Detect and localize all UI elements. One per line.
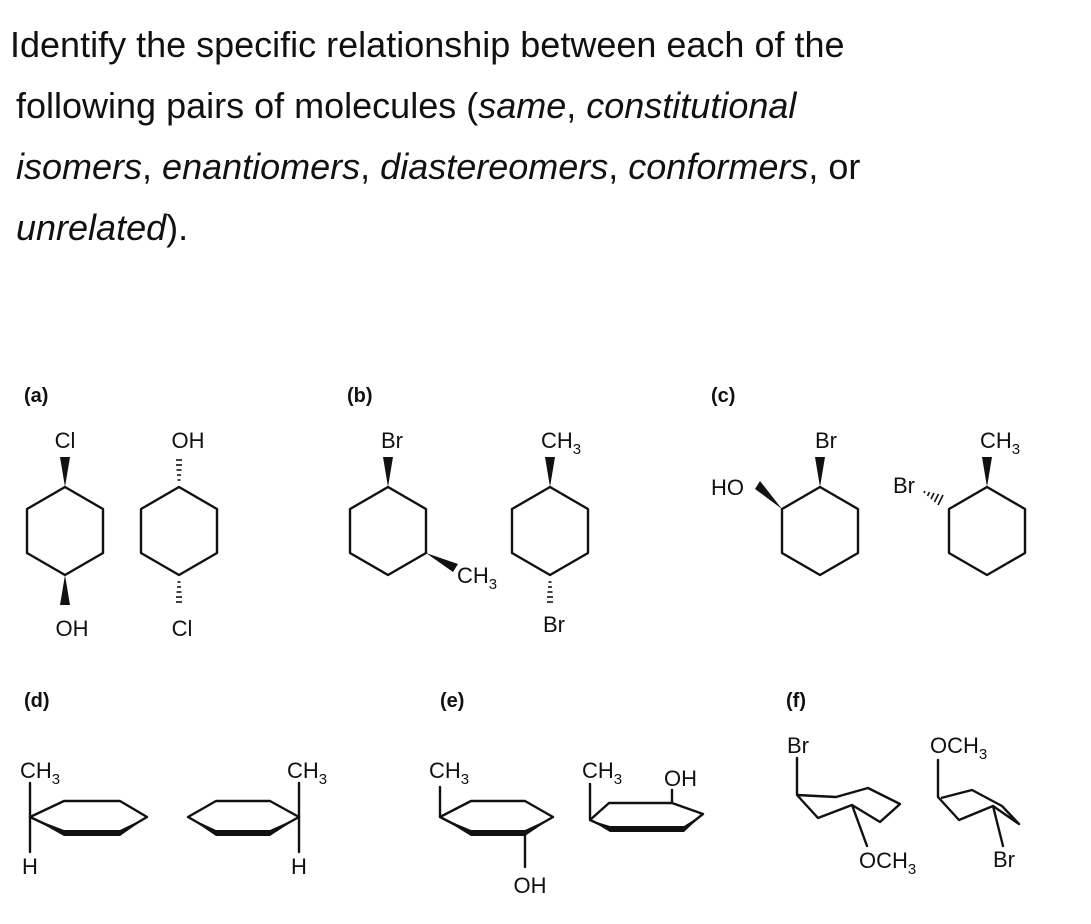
substituent-down: OH <box>514 873 547 898</box>
part-b-label: (b) <box>347 385 373 407</box>
question-italic-term: isomers <box>16 146 143 187</box>
cyclohexane-ring <box>947 485 1027 577</box>
molecule-d1: CH3 H <box>20 758 149 879</box>
molecule-b1: Br CH3 <box>348 428 497 593</box>
part-c-label: (c) <box>711 385 735 407</box>
molecule-a2: OH Cl <box>139 428 219 641</box>
part-f-label: (f) <box>786 690 806 712</box>
substituent-down: Br <box>993 847 1015 872</box>
axial-bond <box>991 804 1005 848</box>
substituent-top: Br <box>381 428 403 453</box>
hashed-bond <box>176 459 182 481</box>
substituent-left: Br <box>893 473 915 498</box>
substituent-down: H <box>291 854 307 879</box>
part-f: (f) Br OCH3 OCH3 Br <box>786 690 1021 878</box>
question-line-1: Identify the specific relationship betwe… <box>10 14 1070 75</box>
substituent-top: OH <box>172 428 205 453</box>
substituent-top: Br <box>815 428 837 453</box>
substituent-top: CH3 <box>541 428 581 458</box>
bold-ring-edge <box>30 817 147 836</box>
part-a-label: (a) <box>24 385 48 407</box>
cyclohexane-ring <box>348 485 428 577</box>
part-d: (d) CH3 H CH3 H <box>20 690 327 879</box>
molecule-f1: Br OCH3 <box>787 733 916 878</box>
bold-ring-edge <box>440 817 553 836</box>
wedge-bond <box>815 457 825 487</box>
wedge-bond <box>755 481 782 509</box>
molecule-c1: Br HO <box>711 428 860 577</box>
question-italic-term: diastereomers <box>380 146 609 187</box>
substituent-left: HO <box>711 475 744 500</box>
molecule-c2: Br CH3 <box>893 428 1027 577</box>
cyclohexane-ring <box>780 485 860 577</box>
question-text-segment: , <box>360 146 381 187</box>
hashed-bond <box>923 490 944 506</box>
substituent-side: CH3 <box>457 563 497 593</box>
question-text-segment: , or <box>808 146 861 187</box>
substituent-up: CH3 <box>429 758 469 788</box>
wedge-bond <box>383 457 393 487</box>
question-text-segment: , <box>142 146 163 187</box>
molecule-b2: CH3 Br <box>510 428 590 637</box>
part-e: (e) CH3 OH CH3 OH <box>429 690 705 898</box>
cyclohexane-ring <box>25 485 105 577</box>
substituent-bottom: OH <box>56 616 89 641</box>
equatorial-bond <box>850 803 869 848</box>
substituent-up: CH3 <box>20 758 60 788</box>
molecule-f2: OCH3 Br <box>930 733 1021 872</box>
question-text-segment: following pairs of molecules ( <box>16 85 479 126</box>
substituent-up-2: OH <box>664 766 697 791</box>
wedge-bond <box>982 457 992 487</box>
substituent-bottom: Br <box>543 612 565 637</box>
molecule-e2: CH3 OH <box>582 758 705 832</box>
question-text-segment: , <box>608 146 629 187</box>
question-line-3: isomers, enantiomers, diastereomers, con… <box>10 136 1070 197</box>
substituent-up: Br <box>787 733 809 758</box>
hashed-bond <box>547 581 553 603</box>
chair-ring <box>937 788 1021 826</box>
question-text-segment: ). <box>166 207 189 248</box>
wedge-bond <box>60 575 70 605</box>
molecule-d2: CH3 H <box>186 758 327 879</box>
substituent-bottom: Cl <box>172 616 193 641</box>
part-d-label: (d) <box>24 690 50 712</box>
question-italic-term: unrelated <box>16 207 167 248</box>
question-line-4: unrelated). <box>10 197 1070 258</box>
bold-ring-edge <box>590 814 703 832</box>
question-line-2: following pairs of molecules (same, cons… <box>10 75 1070 136</box>
part-e-label: (e) <box>440 690 464 712</box>
molecule-e1: CH3 OH <box>429 758 555 898</box>
substituent-up: CH3 <box>582 758 622 788</box>
question-text-segment: Identify the specific relationship betwe… <box>10 24 845 65</box>
substituent-up: OCH3 <box>930 733 987 763</box>
question-italic-term: same <box>478 85 567 126</box>
chair-ring <box>796 786 902 824</box>
part-a: (a) Cl OH OH Cl <box>24 385 219 641</box>
part-b: (b) Br CH3 CH3 Br <box>347 385 590 637</box>
molecule-a1: Cl OH <box>25 428 105 641</box>
hashed-bond <box>176 581 182 603</box>
question-text: Identify the specific relationship betwe… <box>10 14 1070 258</box>
substituent-top: Cl <box>55 428 76 453</box>
cyclohexane-ring <box>510 485 590 577</box>
question-italic-term: constitutional <box>586 85 797 126</box>
substituent-top: CH3 <box>980 428 1020 458</box>
question-text-segment: , <box>566 85 587 126</box>
substituent-down: OCH3 <box>859 848 916 878</box>
part-c: (c) Br HO Br CH3 <box>711 385 1027 577</box>
substituent-down: H <box>22 854 38 879</box>
wedge-bond <box>60 457 70 487</box>
bold-ring-edge <box>188 817 299 836</box>
cyclohexane-ring <box>139 485 219 577</box>
substituent-up: CH3 <box>287 758 327 788</box>
wedge-bond <box>545 457 555 487</box>
question-italic-term: enantiomers <box>162 146 361 187</box>
question-italic-term: conformers <box>628 146 809 187</box>
wedge-bond <box>426 553 458 572</box>
